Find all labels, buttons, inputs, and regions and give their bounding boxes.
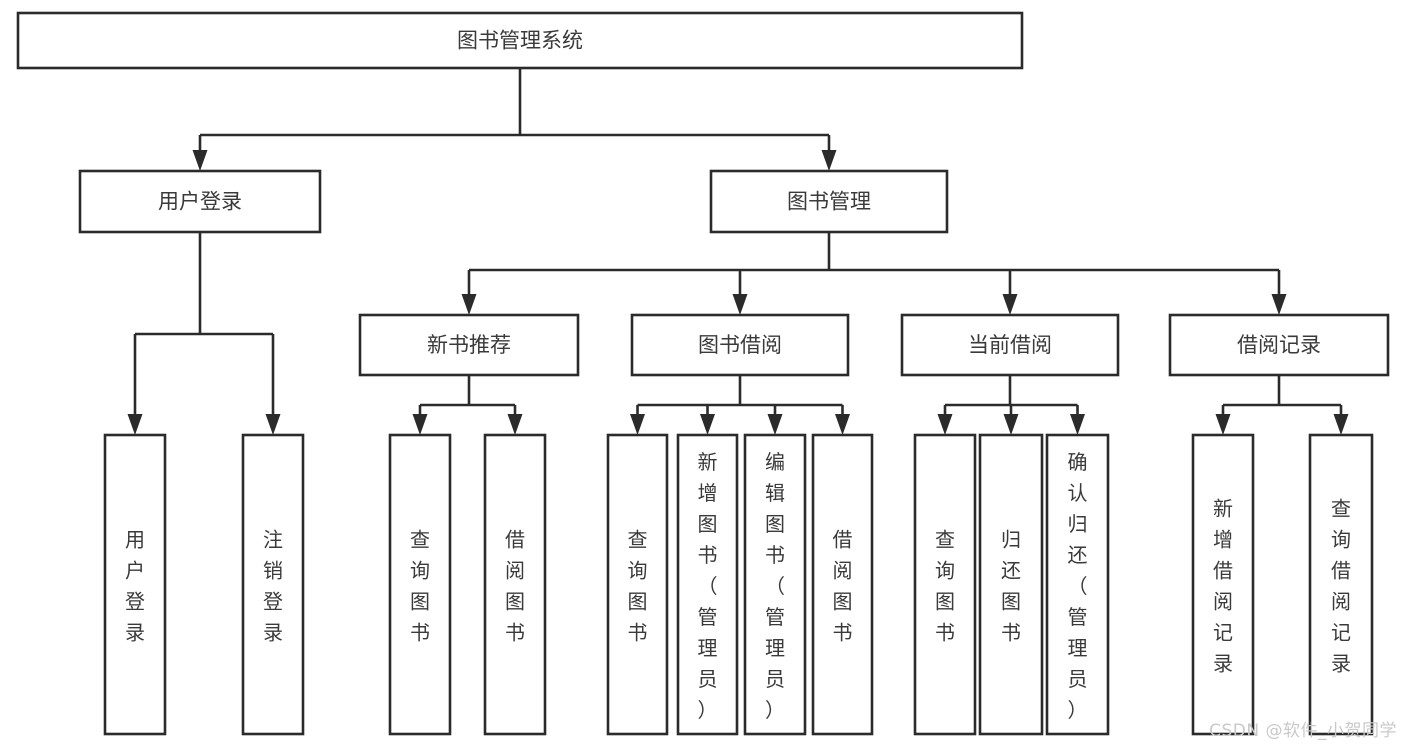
node-l2-1-rect[interactable] xyxy=(630,313,850,377)
l2-3-branch-0 xyxy=(1215,414,1231,435)
node-leaf-l2-1-3[interactable]: 借阅图书 xyxy=(811,433,874,736)
l2-2-branch-2 xyxy=(1070,414,1085,435)
l2-2-branch-1 xyxy=(1003,414,1019,435)
node-leaf-l2-2-0-rect[interactable] xyxy=(913,433,977,736)
node-l1-1-rect[interactable] xyxy=(709,169,949,234)
l1-0-branch-0 xyxy=(127,414,143,435)
node-l2-3-label: 借阅记录 xyxy=(1237,333,1321,357)
connector-layer xyxy=(127,68,1349,435)
l2-1-branch-3 xyxy=(835,414,850,435)
node-leaf-l1-0-0-label: 用户登录 xyxy=(125,528,145,645)
node-leaf-l2-3-1[interactable]: 查询借阅记录 xyxy=(1308,433,1374,736)
node-leaf-l2-3-0-rect[interactable] xyxy=(1191,433,1255,736)
node-leaf-l2-1-3-rect[interactable] xyxy=(811,433,874,736)
node-leaf-l2-1-2[interactable]: 编辑图书（管理员） xyxy=(743,433,807,736)
node-l2-0-label: 新书推荐 xyxy=(427,333,511,357)
node-l2-2[interactable]: 当前借阅 xyxy=(900,313,1120,377)
node-leaf-l2-0-0[interactable]: 查询图书 xyxy=(388,433,452,736)
node-leaf-l2-2-1[interactable]: 归还图书 xyxy=(978,433,1044,736)
node-l2-2-label: 当前借阅 xyxy=(968,333,1052,357)
node-l2-3-rect[interactable] xyxy=(1168,313,1390,377)
node-leaf-l2-2-1-label: 归还图书 xyxy=(1001,528,1021,645)
node-l2-0-rect[interactable] xyxy=(358,313,580,377)
node-leaf-l2-3-1-label: 查询借阅记录 xyxy=(1331,497,1351,676)
node-leaf-l2-2-2[interactable]: 确认归还（管理员） xyxy=(1045,433,1110,736)
node-l2-1-label: 图书借阅 xyxy=(698,333,782,357)
l2-0-branch-1 xyxy=(507,414,523,435)
root-branch-1 xyxy=(821,150,837,171)
root-branch-0 xyxy=(192,150,208,171)
node-leaf-l1-0-1-rect[interactable] xyxy=(241,433,305,736)
l1-1-branch-0 xyxy=(461,294,477,315)
l1-1-branch-3 xyxy=(1271,294,1287,315)
node-leaf-l2-1-2-rect[interactable] xyxy=(743,433,807,736)
node-layer: 图书管理系统用户登录用户登录注销登录图书管理新书推荐查询图书借阅图书图书借阅查询… xyxy=(16,11,1390,736)
node-l1-0-label: 用户登录 xyxy=(158,190,242,214)
node-leaf-l2-2-0[interactable]: 查询图书 xyxy=(913,433,977,736)
node-leaf-l2-0-1[interactable]: 借阅图书 xyxy=(483,433,547,736)
node-leaf-l1-0-0[interactable]: 用户登录 xyxy=(103,433,167,736)
node-leaf-l2-0-1-label: 借阅图书 xyxy=(505,528,525,645)
l2-1-branch-0 xyxy=(630,414,645,435)
node-leaf-l2-2-1-rect[interactable] xyxy=(978,433,1044,736)
node-l2-0[interactable]: 新书推荐 xyxy=(358,313,580,377)
l1-1-branch-1 xyxy=(732,294,748,315)
l2-2-branch-0 xyxy=(937,414,953,435)
node-l2-1[interactable]: 图书借阅 xyxy=(630,313,850,377)
node-leaf-l2-3-0-label: 新增借阅记录 xyxy=(1213,497,1233,676)
node-leaf-l2-0-0-rect[interactable] xyxy=(388,433,452,736)
node-leaf-l2-1-1-label: 新增图书（管理员） xyxy=(698,450,718,722)
node-root-system-label: 图书管理系统 xyxy=(457,29,583,53)
node-leaf-l2-1-1[interactable]: 新增图书（管理员） xyxy=(676,433,739,736)
node-l2-2-rect[interactable] xyxy=(900,313,1120,377)
node-leaf-l2-2-2-rect[interactable] xyxy=(1045,433,1110,736)
node-leaf-l2-1-0-rect[interactable] xyxy=(606,433,669,736)
l2-3-branch-1 xyxy=(1333,414,1349,435)
node-leaf-l2-0-1-rect[interactable] xyxy=(483,433,547,736)
node-l1-0[interactable]: 用户登录 xyxy=(78,169,322,234)
node-root-system[interactable]: 图书管理系统 xyxy=(16,11,1024,70)
node-leaf-l2-3-0[interactable]: 新增借阅记录 xyxy=(1191,433,1255,736)
node-root-system-rect[interactable] xyxy=(16,11,1024,70)
node-leaf-l2-1-1-rect[interactable] xyxy=(676,433,739,736)
node-leaf-l2-1-2-label: 编辑图书（管理员） xyxy=(765,450,785,722)
l2-0-branch-0 xyxy=(412,414,428,435)
node-l2-3[interactable]: 借阅记录 xyxy=(1168,313,1390,377)
node-l1-1[interactable]: 图书管理 xyxy=(709,169,949,234)
node-l1-0-rect[interactable] xyxy=(78,169,322,234)
l2-1-branch-2 xyxy=(767,414,783,435)
node-leaf-l2-3-1-rect[interactable] xyxy=(1308,433,1374,736)
node-leaf-l2-1-0-label: 查询图书 xyxy=(628,528,648,645)
l1-0-branch-1 xyxy=(265,414,281,435)
node-leaf-l2-1-3-label: 借阅图书 xyxy=(833,528,853,645)
node-leaf-l1-0-0-rect[interactable] xyxy=(103,433,167,736)
node-l1-1-label: 图书管理 xyxy=(787,190,871,214)
node-leaf-l2-2-2-label: 确认归还（管理员） xyxy=(1068,450,1088,722)
node-leaf-l1-0-1[interactable]: 注销登录 xyxy=(241,433,305,736)
node-leaf-l2-1-0[interactable]: 查询图书 xyxy=(606,433,669,736)
l2-1-branch-1 xyxy=(700,414,715,435)
node-leaf-l2-0-0-label: 查询图书 xyxy=(410,528,430,645)
l1-1-branch-2 xyxy=(1002,294,1018,315)
node-leaf-l2-2-0-label: 查询图书 xyxy=(935,528,955,645)
node-leaf-l1-0-1-label: 注销登录 xyxy=(263,528,283,645)
